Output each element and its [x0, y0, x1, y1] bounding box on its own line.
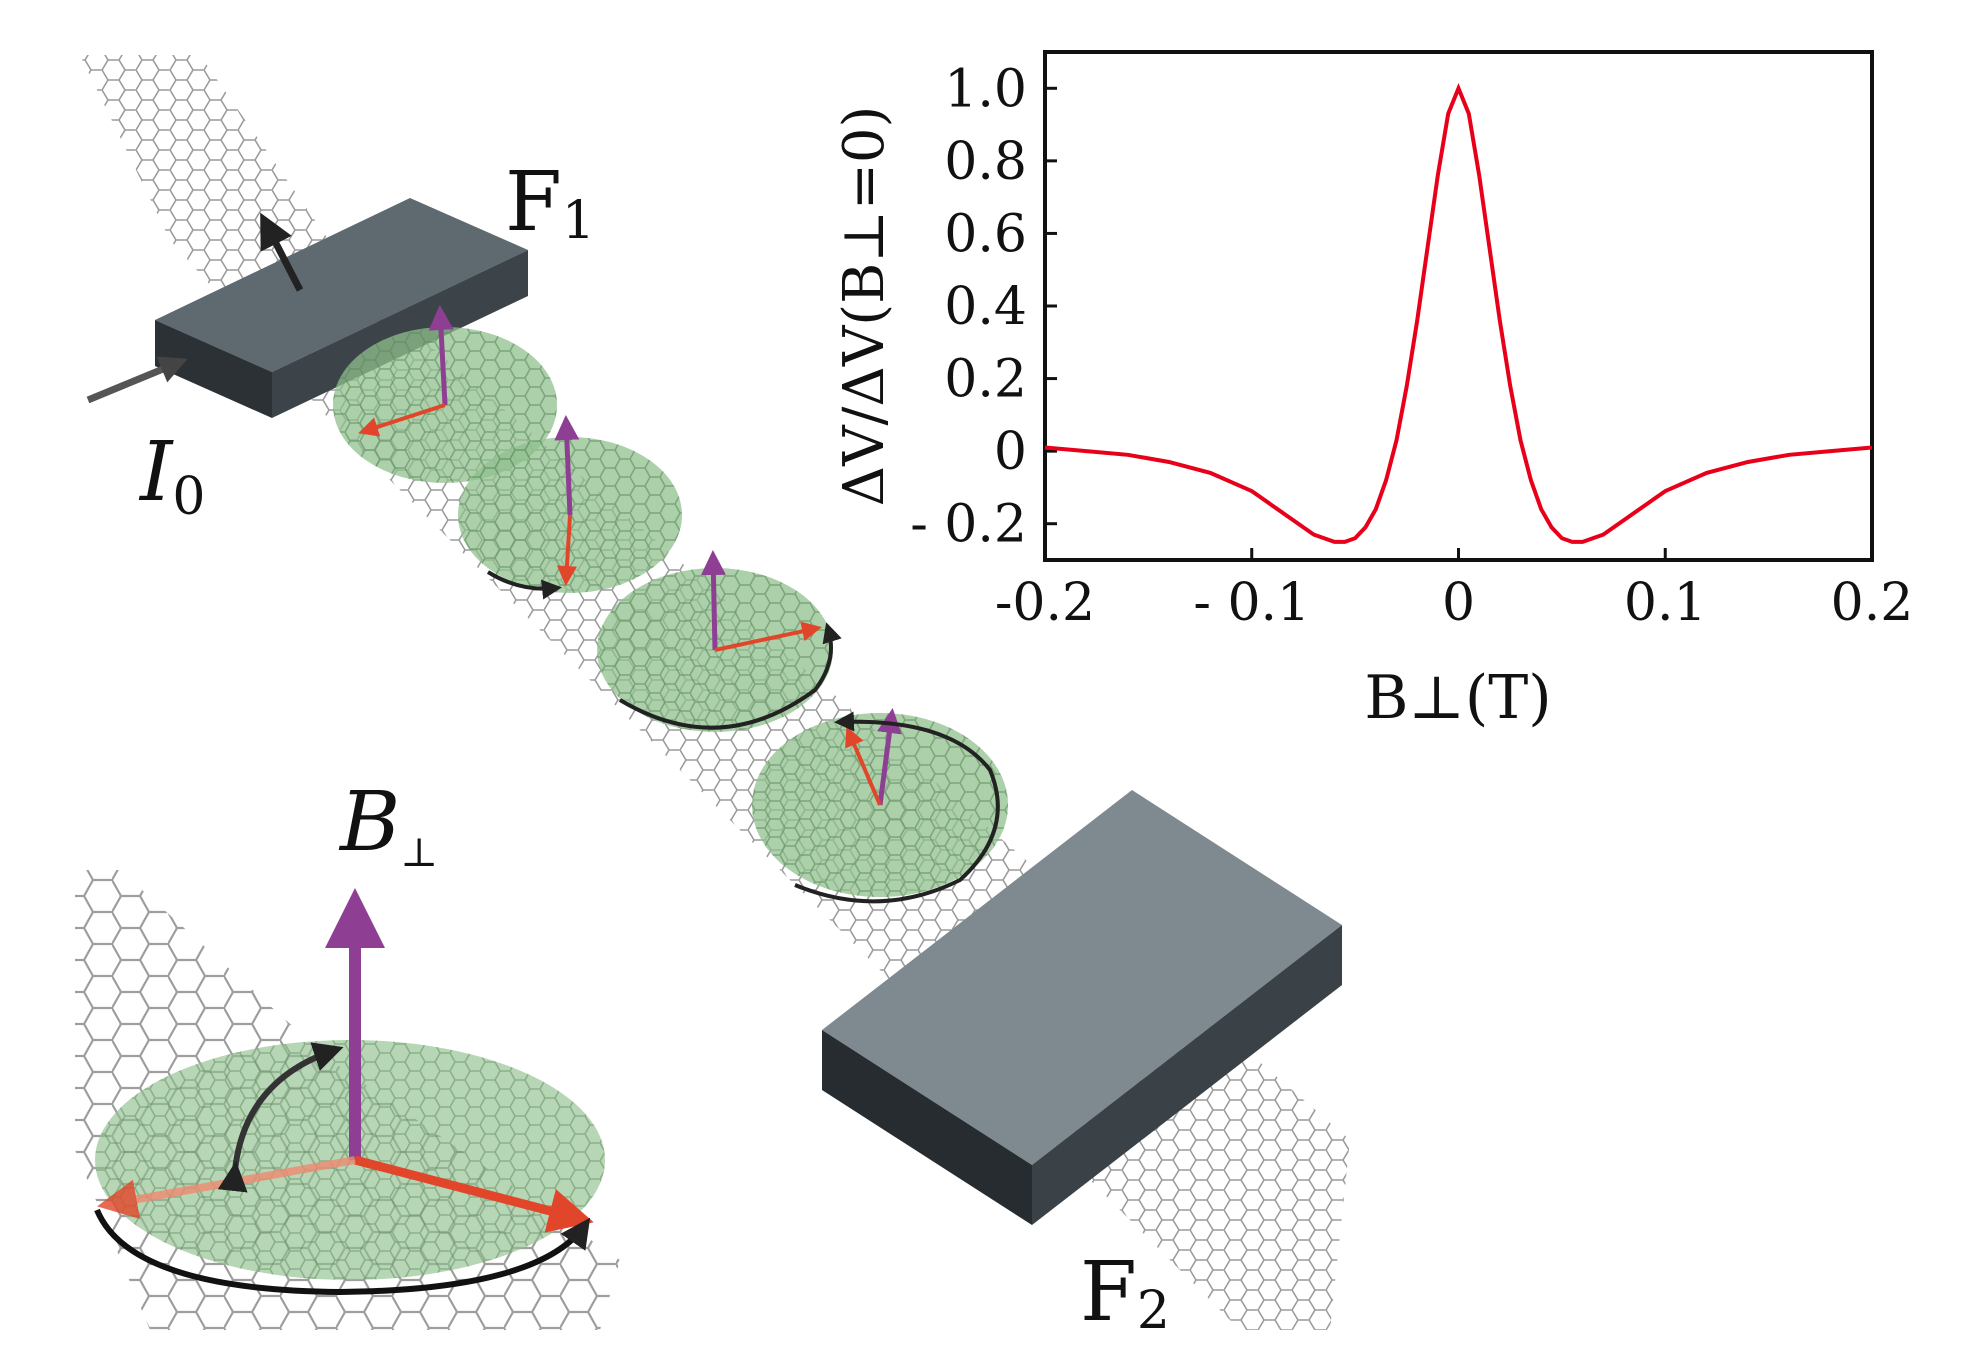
- y-tick-label: 0.6: [944, 204, 1027, 264]
- spin-arrow-inset-right: [353, 1155, 594, 1233]
- plot-frame: [1043, 50, 1874, 562]
- current-arrow-i0: [86, 356, 188, 404]
- y-tick-label: 0.2: [944, 350, 1027, 410]
- x-tick-label: 0: [1442, 573, 1475, 633]
- x-tick-label: 0.1: [1624, 573, 1707, 633]
- x-axis: -0.2 - 0.1 0 0.1 0.2: [995, 548, 1913, 633]
- spin-disc-3: [597, 550, 842, 732]
- label-i0: I0: [138, 425, 206, 527]
- x-axis-label: B⊥(T): [1364, 663, 1551, 733]
- label-f1: F1: [505, 155, 595, 251]
- label-b-perp: B⊥: [338, 775, 438, 876]
- y-tick-label: 0.8: [944, 132, 1027, 192]
- y-tick-label: 0: [994, 422, 1027, 482]
- y-tick-label: 0.4: [944, 277, 1027, 337]
- y-axis: - 0.2 0 0.2 0.4 0.6 0.8 1.0: [910, 59, 1057, 555]
- x-tick-label: 0.2: [1831, 573, 1914, 633]
- contact-f2: [822, 790, 1342, 1225]
- inset-chart: -0.2 - 0.1 0 0.1 0.2 - 0.2 0 0.2 0.4 0.6 0.8 1.0 B…: [832, 50, 1913, 733]
- lead-arrow-top: [260, 212, 304, 292]
- x-tick-label: -0.2: [995, 573, 1095, 633]
- rotation-arrow-inset: [217, 1042, 344, 1193]
- y-tick-label: - 0.2: [910, 495, 1027, 555]
- data-line: [1044, 82, 1873, 544]
- spin-disc-4: [752, 708, 1008, 904]
- y-axis-label: ΔV/ΔV(B⊥=0): [832, 106, 897, 507]
- spin-disc-2: [458, 415, 682, 600]
- inset-lattice: [75, 870, 620, 1330]
- spin-disc-1: [333, 305, 557, 483]
- precession-arc-inset: [94, 1208, 591, 1296]
- x-tick-label: - 0.1: [1193, 573, 1310, 633]
- label-f2: F2: [1080, 1245, 1170, 1341]
- y-tick-label: 1.0: [944, 59, 1027, 119]
